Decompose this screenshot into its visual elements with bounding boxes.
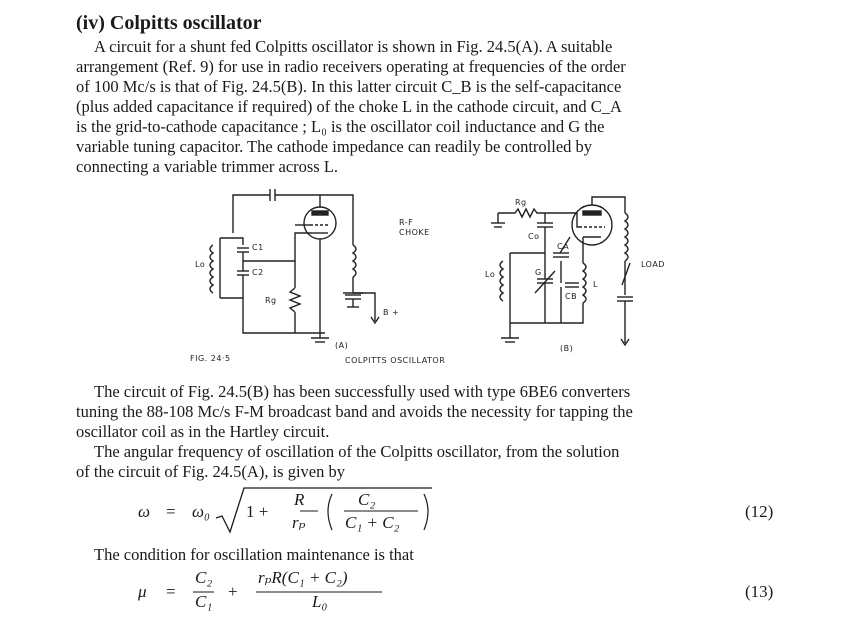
eq13-C1: C₁	[195, 592, 213, 611]
rg-label-a: Rg	[265, 296, 277, 305]
lo-label-a: Lo	[195, 260, 205, 269]
eq12-R: R	[294, 490, 305, 509]
eq13-equals: =	[166, 582, 176, 601]
text-line: is the grid-to-cathode capacitance ; L₀ …	[76, 117, 605, 136]
section-heading: (iv) Colpitts oscillator	[76, 12, 262, 34]
text-line: of the circuit of Fig. 24.5(A), is given…	[76, 462, 345, 481]
text-line: of 100 Mc/s is that of Fig. 24.5(B). In …	[76, 77, 622, 96]
g-label: G	[535, 268, 542, 277]
c2-label: C2	[252, 268, 264, 277]
figure-caption: COLPITTS OSCILLATOR	[345, 356, 445, 365]
eq12-equals: =	[166, 502, 176, 521]
choke-label: CHOKE	[399, 228, 430, 237]
eq12-number: (12)	[745, 502, 774, 521]
circuit-a-label: (A)	[335, 341, 348, 350]
text-line: The condition for oscillation maintenanc…	[94, 545, 414, 564]
co-label: Co	[528, 232, 539, 241]
text-line: connecting a variable trimmer across L.	[76, 157, 339, 176]
sqrt-sign	[215, 487, 432, 534]
text-line: tuning the 88-108 Mc/s F-M broadcast ban…	[76, 402, 633, 421]
eq12-rp: rₚ	[292, 513, 306, 532]
eq13-C2: C₂	[195, 568, 213, 587]
eq13-plus: +	[228, 582, 238, 601]
load-label: LOAD	[641, 260, 665, 269]
ca-label: CA	[557, 242, 569, 251]
eq12-lhs: ω	[138, 502, 151, 521]
text-line: variable tuning capacitor. The cathode i…	[76, 137, 593, 156]
c1-label: C1	[252, 243, 264, 252]
text-line: The angular frequency of oscillation of …	[94, 442, 620, 461]
l-label: L	[593, 280, 598, 289]
cb-label: CB	[565, 292, 577, 301]
circuit-figure: FIG. 24·5 COLPITTS OSCILLATOR (A) (B) R-…	[185, 183, 705, 373]
paragraph-intro: A circuit for a shunt fed Colpitts oscil…	[76, 37, 780, 177]
eq12-denominator: C₁ + C₂	[345, 513, 400, 532]
eq12-omega0: ω₀	[192, 502, 210, 521]
paragraph-6be6: The circuit of Fig. 24.5(B) has been suc…	[76, 382, 780, 442]
circuit-b-label: (B)	[560, 344, 573, 353]
paragraph-condition: The condition for oscillation maintenanc…	[76, 545, 780, 565]
eq12-one-plus: 1 +	[246, 502, 269, 521]
eq13-denominator: L₀	[312, 592, 328, 611]
fraction-bars	[193, 591, 382, 593]
circuit-diagram: FIG. 24·5 COLPITTS OSCILLATOR (A) (B) R-…	[190, 189, 665, 365]
text-line: oscillator coil as in the Hartley circui…	[76, 422, 330, 441]
text-line: The circuit of Fig. 24.5(B) has been suc…	[94, 382, 631, 401]
text-line: arrangement (Ref. 9) for use in radio re…	[76, 57, 626, 76]
rg-label-b: Rg	[515, 198, 527, 207]
eq12-C2: C₂	[358, 490, 376, 509]
figure-label: FIG. 24·5	[190, 354, 231, 363]
b-plus-label: B +	[383, 308, 399, 317]
lo-label-b: Lo	[485, 270, 495, 279]
eq13-lhs: μ	[138, 582, 147, 601]
text-line: (plus added capacitance if required) of …	[76, 97, 622, 116]
eq13-numerator: rₚR(C₁ + C₂)	[258, 568, 348, 587]
text-line: A circuit for a shunt fed Colpitts oscil…	[94, 37, 613, 56]
rf-label: R-F	[399, 218, 413, 227]
paragraph-frequency: The angular frequency of oscillation of …	[76, 442, 780, 482]
eq13-number: (13)	[745, 582, 774, 601]
